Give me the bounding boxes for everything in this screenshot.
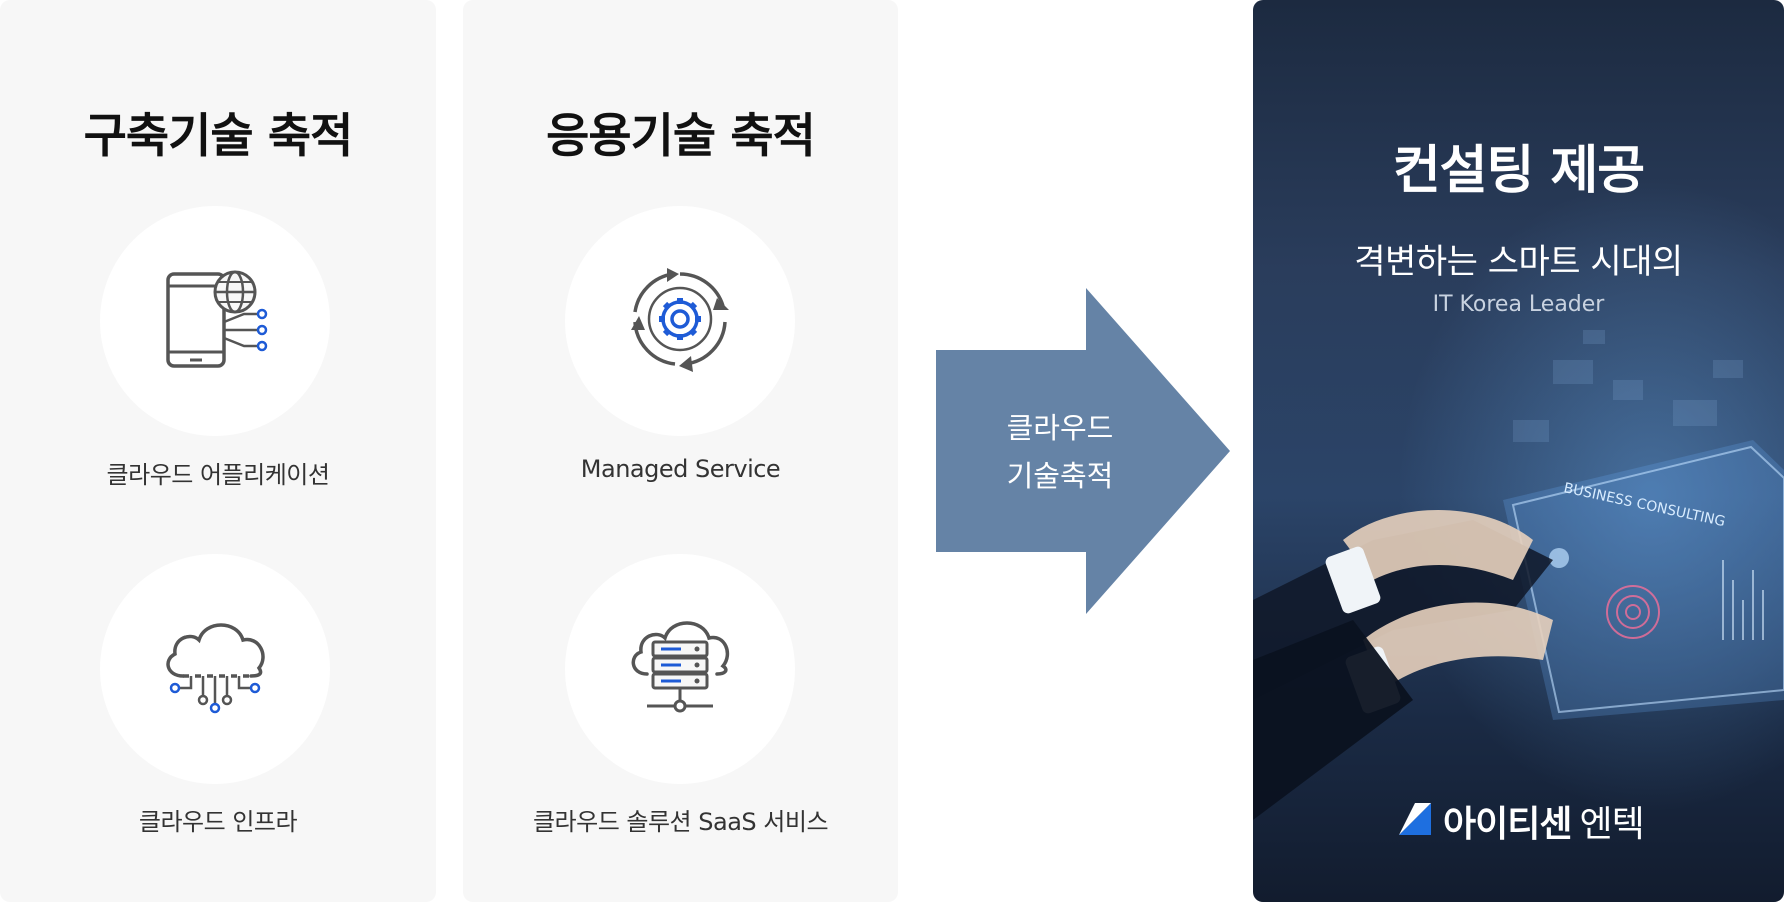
- applied-tech-panel: 응용기술 축적: [463, 0, 898, 902]
- logo-company-suffix: 엔텍: [1579, 804, 1644, 845]
- arrow-label: 클라우드 기술축적: [960, 404, 1160, 500]
- cloud-app-circle: [100, 206, 330, 436]
- cloud-server-icon: [625, 612, 735, 726]
- arrow-label-line1: 클라우드: [1006, 411, 1114, 445]
- consulting-tagline: IT Korea Leader: [1432, 292, 1605, 317]
- managed-service-label: Managed Service: [580, 455, 781, 483]
- consulting-title: 컨설팅 제공: [1392, 141, 1645, 201]
- company-logo: 아이티센 엔텍: [1395, 795, 1645, 847]
- build-tech-title: 구축기술 축적: [83, 109, 354, 164]
- consulting-subtitle: 격변하는 스마트 시대의: [1354, 242, 1683, 282]
- consulting-background-illustration: BUSINESS CONSULTING: [1253, 330, 1784, 820]
- mobile-globe-icon: [160, 264, 270, 378]
- cloud-saas-label: 클라우드 솔루션 SaaS 서비스: [532, 808, 829, 836]
- logo-mark-icon: [1395, 799, 1435, 843]
- cloud-infra-label: 클라우드 인프라: [138, 808, 298, 836]
- gear-cycle-icon: [625, 264, 735, 378]
- managed-service-circle: [565, 206, 795, 436]
- cloud-saas-circle: [565, 554, 795, 784]
- cloud-app-label: 클라우드 어플리케이션: [106, 461, 330, 489]
- cloud-infra-circle: [100, 554, 330, 784]
- arrow-label-line2: 기술축적: [1006, 459, 1114, 493]
- applied-tech-title: 응용기술 축적: [546, 109, 816, 164]
- arrow-shape: [936, 288, 1230, 614]
- build-tech-panel: 구축기술 축적 클라우드 어플리케이션: [0, 0, 436, 902]
- consulting-panel: BUSINESS CONSULTING 컨설팅 제공 격변하는 스마트 시대의 …: [1253, 0, 1784, 902]
- cloud-network-icon: [155, 612, 275, 726]
- logo-company-name: 아이티센: [1443, 804, 1572, 845]
